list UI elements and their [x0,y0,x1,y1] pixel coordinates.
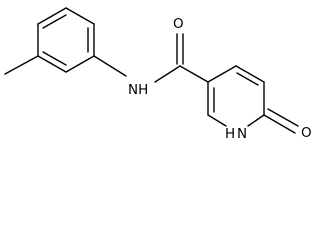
ring-bond [65,55,95,73]
methyl-bond [4,55,39,75]
pyridone-h-label: H [225,126,235,142]
ring-bond [247,114,265,127]
ring-double-bond [236,72,259,86]
ring-double-bond [42,14,67,29]
tolyl-ring [37,7,95,73]
ring-bond [65,7,95,25]
ring-carbonyl-double-bond [267,108,299,127]
pyridone-oxygen-label: O [301,125,312,141]
ring-carbonyl-double-bond [263,114,296,134]
pyridone-n-label: N [237,126,247,142]
pyridone-ring [207,65,265,127]
carbonyl-ring-bond [179,65,209,83]
n-carbonyl-bond [154,65,181,83]
chemical-structure-drawing: O NH H N O [4,7,312,142]
ring-bond [37,55,67,73]
carbonyl-oxygen-label: O [173,16,184,32]
ring-bond [235,65,265,83]
ring-bond [37,7,67,25]
ring-bond [207,114,227,127]
ring-double-bond [42,51,67,66]
amide-nh-label: NH [128,82,148,98]
ring-bond [207,65,237,83]
aryl-n-bond [93,55,127,77]
